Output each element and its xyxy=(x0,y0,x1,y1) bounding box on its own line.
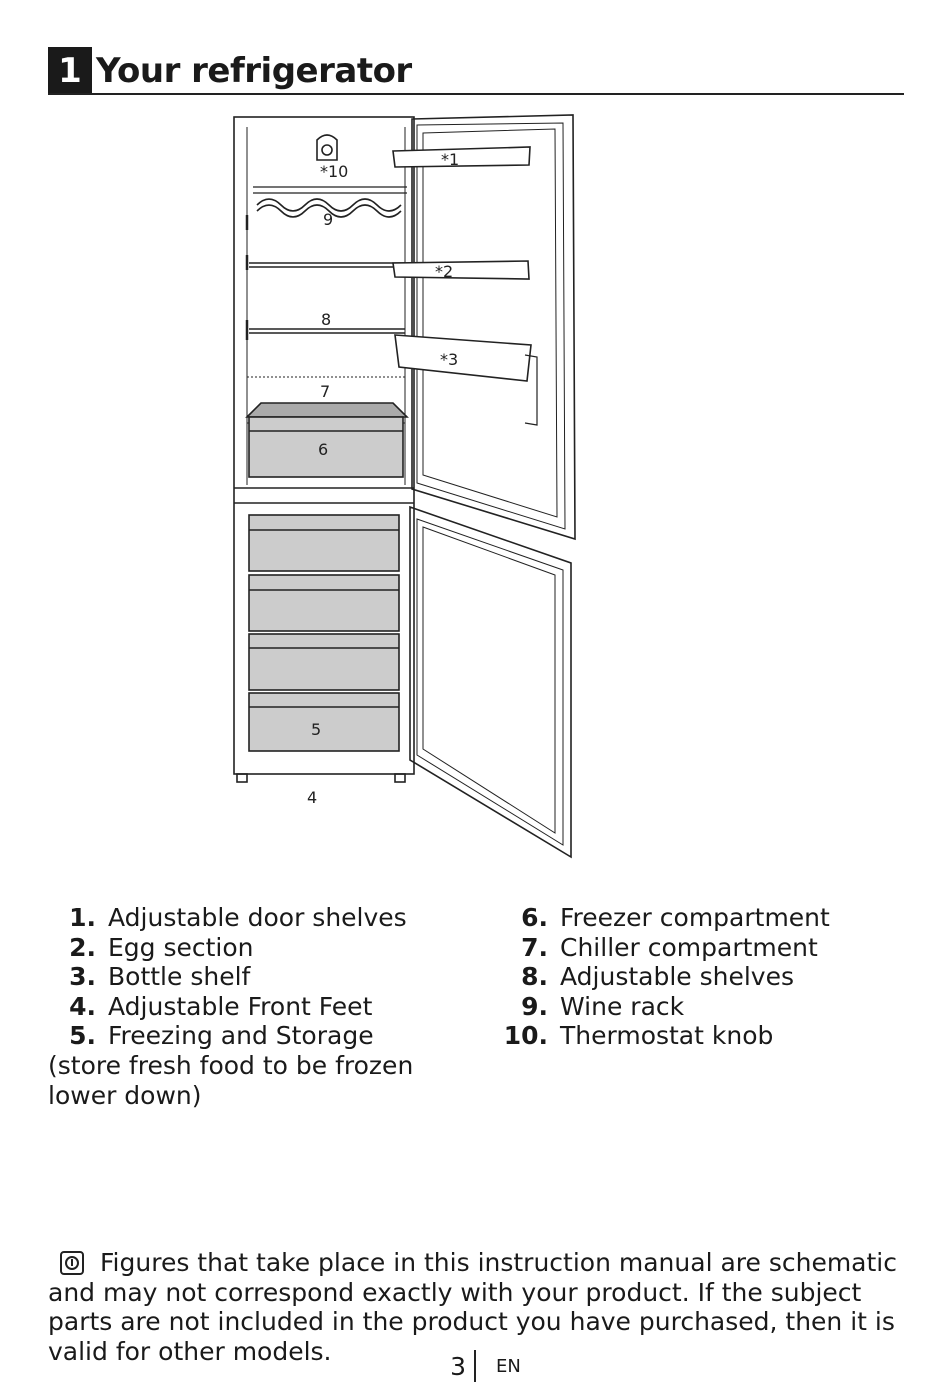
callout-10: *10 xyxy=(320,162,348,181)
page-footer: 3 EN xyxy=(0,1350,950,1384)
list-item: 2.Egg section xyxy=(69,932,254,962)
page-number: 3 xyxy=(450,1352,466,1381)
info-note: Figures that take place in this instruct… xyxy=(48,1248,908,1366)
callout-5: 5 xyxy=(311,720,321,739)
callout-9: 9 xyxy=(323,210,333,229)
info-icon xyxy=(60,1251,84,1275)
list-item: 8.Adjustable shelves xyxy=(521,962,795,992)
chapter-number: 1 xyxy=(48,47,92,93)
list-item: 4.Adjustable Front Feet xyxy=(69,991,373,1021)
list-item: 3.Bottle shelf xyxy=(69,962,251,992)
parts-list-left: 1.Adjustable door shelves 2.Egg section … xyxy=(48,903,438,1110)
list-item: 9.Wine rack xyxy=(521,991,685,1021)
parts-list-right: 6.Freezer compartment 7.Chiller compartm… xyxy=(498,903,898,1051)
callout-6: 6 xyxy=(318,440,328,459)
callout-8: 8 xyxy=(321,310,331,329)
page-title: Your refrigerator xyxy=(96,51,412,91)
callout-1: *1 xyxy=(441,150,459,169)
footer-divider xyxy=(474,1350,476,1382)
language-code: EN xyxy=(496,1356,521,1377)
list-item: 7.Chiller compartment xyxy=(521,932,818,962)
refrigerator-diagram: *10 9 8 7 6 5 4 *1 *2 *3 xyxy=(233,114,576,859)
list-item: 1.Adjustable door shelves xyxy=(69,903,407,932)
note-text: Figures that take place in this instruct… xyxy=(48,1248,897,1366)
callout-2: *2 xyxy=(435,262,453,281)
list-item: 6.Freezer compartment xyxy=(521,903,830,932)
list-item: 5.Freezing and Storage (store fresh food… xyxy=(48,1021,414,1110)
list-item: 10.Thermostat knob xyxy=(503,1021,774,1051)
chapter-header: 1 Your refrigerator xyxy=(48,47,904,95)
callout-4: 4 xyxy=(307,788,317,807)
callout-3: *3 xyxy=(440,350,458,369)
callout-7: 7 xyxy=(320,382,330,401)
